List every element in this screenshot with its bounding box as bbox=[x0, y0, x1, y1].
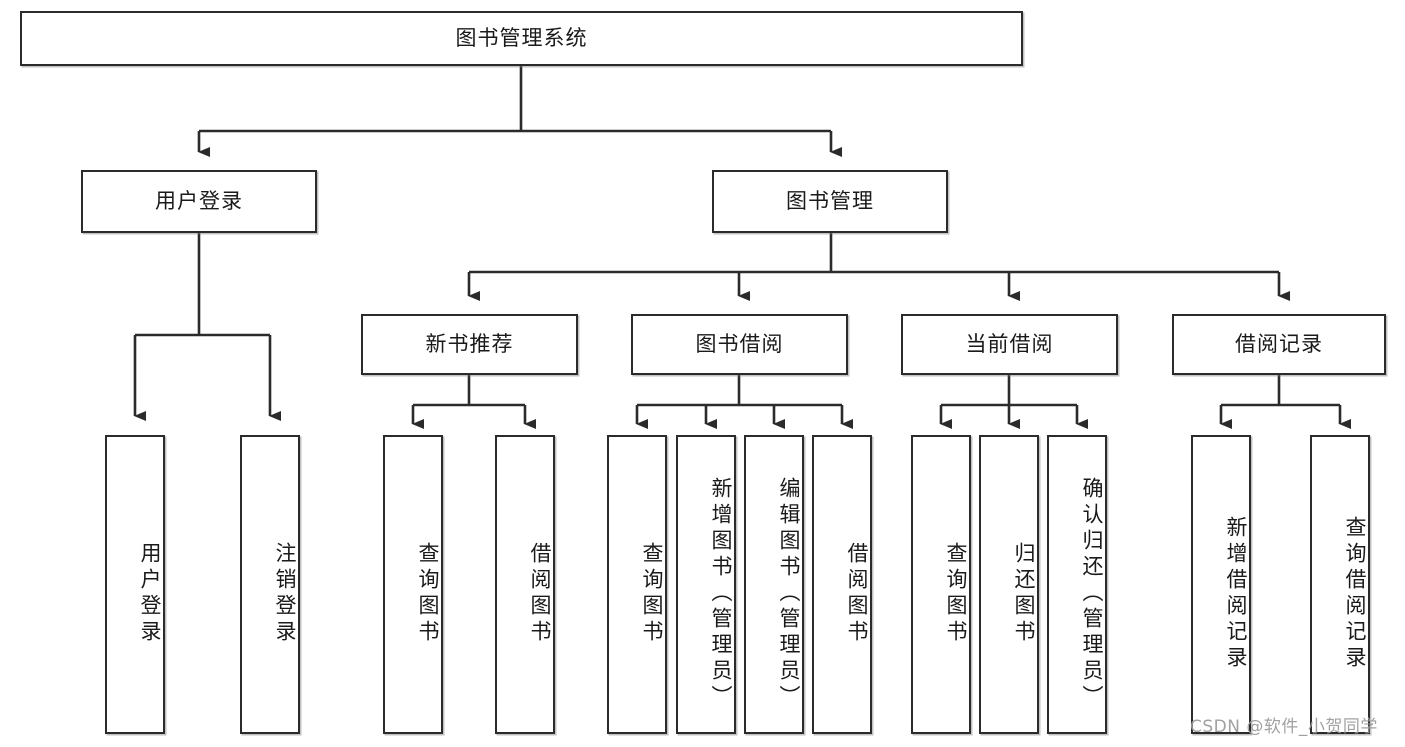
node-book-manage[interactable]: 图书管理 bbox=[712, 170, 948, 233]
leaf-user-login[interactable]: 用户登录 bbox=[105, 435, 165, 734]
leaf-query-book-1[interactable]: 查询图书 bbox=[383, 435, 443, 734]
leaf-confirm-return-label: 确认归还（管理员） bbox=[1080, 476, 1104, 711]
leaf-borrow-book-1-label: 借阅图书 bbox=[528, 541, 552, 646]
leaf-edit-book[interactable]: 编辑图书（管理员） bbox=[744, 435, 804, 734]
node-borrow-record-label: 借阅记录 bbox=[1235, 331, 1323, 356]
leaf-add-book-label: 新增图书（管理员） bbox=[709, 476, 733, 711]
node-book-borrow[interactable]: 图书借阅 bbox=[631, 314, 848, 375]
leaf-borrow-book-2-label: 借阅图书 bbox=[845, 541, 869, 646]
node-current-borrow[interactable]: 当前借阅 bbox=[901, 314, 1118, 375]
leaf-query-book-2[interactable]: 查询图书 bbox=[607, 435, 667, 734]
node-book-borrow-label: 图书借阅 bbox=[695, 331, 784, 356]
node-book-manage-label: 图书管理 bbox=[786, 188, 874, 213]
leaf-confirm-return[interactable]: 确认归还（管理员） bbox=[1047, 435, 1107, 734]
node-new-book-rec[interactable]: 新书推荐 bbox=[361, 314, 578, 375]
leaf-query-book-3-label: 查询图书 bbox=[944, 541, 968, 646]
leaf-query-book-2-label: 查询图书 bbox=[640, 541, 664, 646]
leaf-user-login-label: 用户登录 bbox=[138, 541, 162, 646]
node-root-system[interactable]: 图书管理系统 bbox=[20, 11, 1023, 66]
leaf-borrow-book-1[interactable]: 借阅图书 bbox=[495, 435, 555, 734]
node-user-login-label: 用户登录 bbox=[155, 188, 243, 213]
leaf-return-book[interactable]: 归还图书 bbox=[979, 435, 1039, 734]
leaf-query-book-1-label: 查询图书 bbox=[416, 541, 440, 646]
leaf-add-record[interactable]: 新增借阅记录 bbox=[1191, 435, 1251, 734]
leaf-add-book[interactable]: 新增图书（管理员） bbox=[676, 435, 736, 734]
leaf-query-record-label: 查询借阅记录 bbox=[1343, 515, 1367, 672]
leaf-edit-book-label: 编辑图书（管理员） bbox=[777, 476, 801, 711]
node-user-login[interactable]: 用户登录 bbox=[81, 170, 317, 233]
leaf-add-record-label: 新增借阅记录 bbox=[1224, 515, 1248, 672]
leaf-user-logout[interactable]: 注销登录 bbox=[240, 435, 300, 734]
leaf-query-book-3[interactable]: 查询图书 bbox=[911, 435, 971, 734]
leaf-query-record[interactable]: 查询借阅记录 bbox=[1310, 435, 1370, 734]
node-current-borrow-label: 当前借阅 bbox=[965, 331, 1054, 356]
leaf-return-book-label: 归还图书 bbox=[1012, 541, 1036, 646]
node-borrow-record[interactable]: 借阅记录 bbox=[1172, 314, 1386, 375]
leaf-borrow-book-2[interactable]: 借阅图书 bbox=[812, 435, 872, 734]
leaf-user-logout-label: 注销登录 bbox=[273, 541, 297, 646]
node-new-book-rec-label: 新书推荐 bbox=[425, 331, 514, 356]
node-root-system-label: 图书管理系统 bbox=[455, 25, 588, 50]
